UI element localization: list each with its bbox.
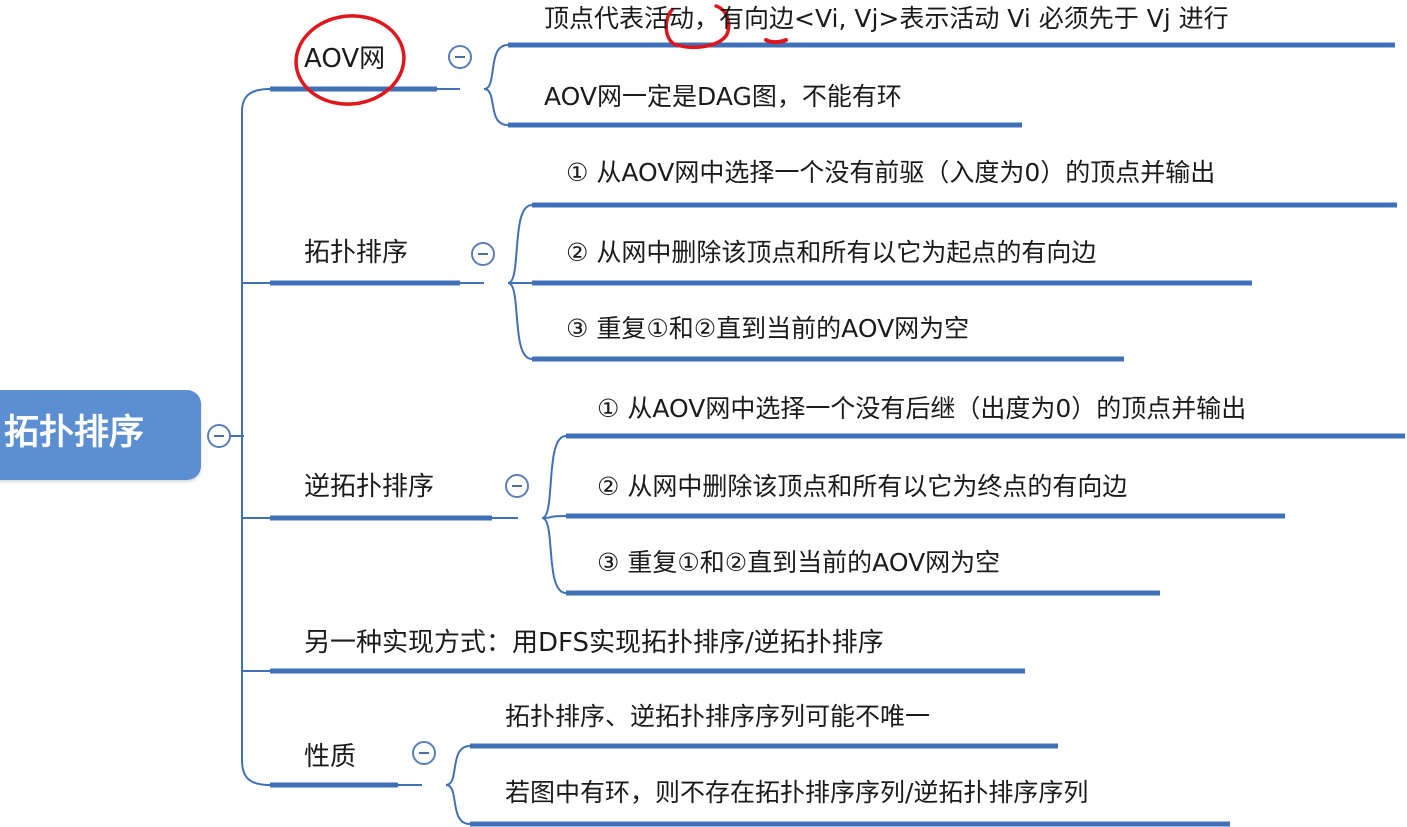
aov-net-leaf-1[interactable]: 顶点代表活动，有向边<Vi, Vj>表示活动 Vi 必须先于 Vj 进行 [544, 4, 1229, 33]
leaf-connector-4-0 [445, 745, 471, 786]
branch-aov-net[interactable]: AOV网 [304, 44, 386, 74]
leaf-underline-0-0 [508, 42, 1395, 48]
root-collapse-toggle[interactable] [207, 424, 231, 448]
topo-sort-step-3[interactable]: ③ 重复①和②直到当前的AOV网为空 [566, 314, 970, 343]
leaf-connector-0-0 [483, 44, 509, 90]
annotation-circle-activity [664, 4, 731, 50]
branch-underline-4 [270, 782, 398, 788]
leaf-underline-1-2 [532, 356, 1124, 362]
leaf-connector-4-1 [445, 784, 471, 825]
topo-sort-step-1[interactable]: ① 从AOV网中选择一个没有前驱（入度为0）的顶点并输出 [566, 158, 1216, 187]
connector-lines [231, 44, 567, 825]
leaf-connector-0-1 [483, 88, 509, 126]
underline-bars [270, 42, 1405, 827]
reverse-topo-sort-step-2[interactable]: ② 从网中删除该顶点和所有以它为终点的有向边 [597, 472, 1128, 501]
leaf-underline-2-2 [566, 590, 1160, 596]
branch-reverse-topo-sort-collapse-toggle[interactable] [505, 474, 529, 498]
topo-sort-step-2[interactable]: ② 从网中删除该顶点和所有以它为起点的有向边 [566, 238, 1097, 267]
branch-aov-net-collapse-toggle[interactable] [448, 45, 472, 69]
leaf-underline-1-1 [532, 280, 1252, 286]
leaf-connector-1-2 [507, 282, 533, 360]
leaf-connector-2-2 [541, 517, 567, 594]
branch-underline-1 [270, 280, 460, 286]
root-spine [241, 88, 271, 786]
branch-topo-sort[interactable]: 拓扑排序 [304, 238, 409, 268]
annotation-underline-youxiang [764, 38, 788, 45]
leaf-underline-2-1 [566, 513, 1285, 519]
root-node[interactable] [0, 390, 201, 480]
branch-dfs-implementation[interactable]: 另一种实现方式：用DFS实现拓扑排序/逆拓扑排序 [304, 628, 884, 658]
leaf-connector-2-1 [541, 515, 567, 519]
properties-leaf-1[interactable]: 拓扑排序、逆拓扑排序序列可能不唯一 [505, 702, 931, 731]
leaf-underline-0-1 [508, 122, 1022, 128]
properties-leaf-2[interactable]: 若图中有环，则不存在拓扑排序序列/逆拓扑排序序列 [505, 778, 1089, 807]
reverse-topo-sort-step-1[interactable]: ① 从AOV网中选择一个没有后继（出度为0）的顶点并输出 [597, 394, 1247, 423]
branch-underline-2 [270, 515, 492, 521]
leaf-connector-1-0 [507, 204, 533, 284]
branch-topo-sort-collapse-toggle[interactable] [471, 242, 495, 266]
leaf-underline-2-0 [566, 433, 1405, 439]
leaf-underline-1-0 [532, 202, 1397, 208]
branch-reverse-topo-sort[interactable]: 逆拓扑排序 [304, 472, 435, 502]
branch-properties-collapse-toggle[interactable] [412, 741, 436, 765]
root-label: 拓扑排序 [4, 413, 145, 453]
leaf-underline-4-0 [470, 743, 1058, 749]
leaf-connector-2-0 [541, 435, 567, 519]
branch-properties[interactable]: 性质 [304, 742, 357, 772]
branch-underline-3 [270, 668, 1025, 674]
aov-net-leaf-2[interactable]: AOV网一定是DAG图，不能有环 [544, 82, 902, 111]
leaf-underline-4-1 [470, 821, 1230, 827]
reverse-topo-sort-step-3[interactable]: ③ 重复①和②直到当前的AOV网为空 [597, 548, 1001, 577]
annotation-circle-aov [294, 14, 406, 106]
branch-underline-0 [270, 86, 437, 92]
